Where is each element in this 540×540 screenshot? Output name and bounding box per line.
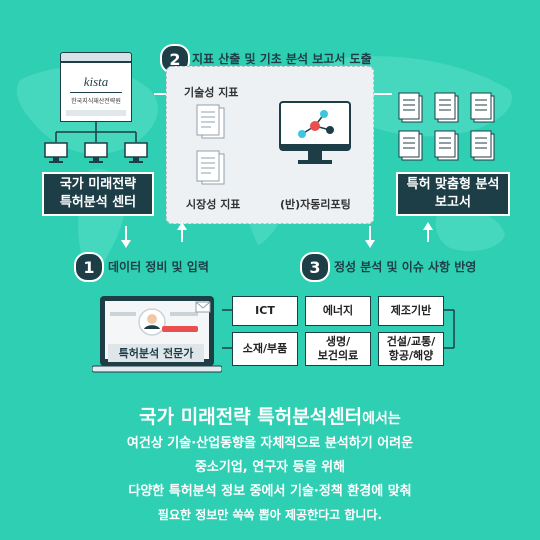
institute-server-icon: kista 한국지식재산전략원	[60, 52, 132, 122]
center-name-line1: 국가 미래전략	[59, 177, 137, 193]
field-materials: 소재/부품	[232, 332, 298, 366]
field-construction-transport: 건설/교통/항공/해양	[378, 332, 444, 366]
body-line-5: 필요한 정보만 쏙쏙 뽑아 제공한다고 합니다.	[157, 508, 383, 522]
headline-suffix: 에서는	[362, 411, 401, 427]
document-icon	[196, 150, 225, 185]
kista-logo: kista	[83, 74, 109, 89]
field-manufacturing: 제조기반	[378, 296, 444, 326]
document-icon	[196, 104, 225, 139]
headline-main: 국가 미래전략 특허분석센터	[139, 406, 363, 428]
computer-icon	[124, 142, 148, 163]
body-line-2: 여건상 기술·산업동향을 자체적으로 분석하기 어려운	[126, 436, 414, 451]
custom-patent-report-box: 특허 맞춤형 분석 보고서	[396, 172, 510, 216]
field-ict: ICT	[232, 296, 298, 326]
report-name-line1: 특허 맞춤형 분석	[406, 177, 500, 193]
field-life-health: 생명/보건의료	[305, 332, 371, 366]
report-name-line2: 보고서	[435, 195, 471, 210]
headline: 국가 미래전략 특허분석센터에서는	[0, 402, 540, 429]
body-line-3: 중소기업, 연구자 등을 위해	[194, 460, 346, 475]
computer-icon	[44, 142, 68, 163]
expert-label: 특허분석 전문가	[118, 347, 194, 360]
step3-number: 3	[300, 252, 330, 282]
computer-icon	[84, 142, 108, 163]
step2-label: 지표 산출 및 기초 분석 보고서 도출	[192, 52, 372, 66]
reports-stack-icon	[398, 92, 495, 161]
step3-label: 정성 분석 및 이슈 사항 반영	[334, 260, 477, 274]
network-lines	[55, 122, 137, 142]
center-name-line2: 특허분석 센터	[59, 195, 137, 210]
field-energy: 에너지	[305, 296, 371, 326]
expert-label-box: 특허분석 전문가	[108, 344, 204, 362]
monitor-network-icon	[279, 101, 351, 164]
future-strategy-center-box: 국가 미래전략 특허분석 센터	[42, 172, 154, 216]
market-index-label: 시장성 지표	[186, 198, 241, 211]
tech-index-label: 기술성 지표	[184, 86, 239, 99]
step1-number: 1	[74, 252, 104, 282]
body-line-4: 다양한 특허분석 정보 중에서 기술·정책 환경에 맞춰	[128, 484, 412, 499]
step1-label: 데이터 정비 및 입력	[108, 260, 209, 274]
auto-reporting-label: (반)자동리포팅	[280, 198, 351, 211]
institute-name: 한국지식재산전략원	[71, 98, 121, 105]
